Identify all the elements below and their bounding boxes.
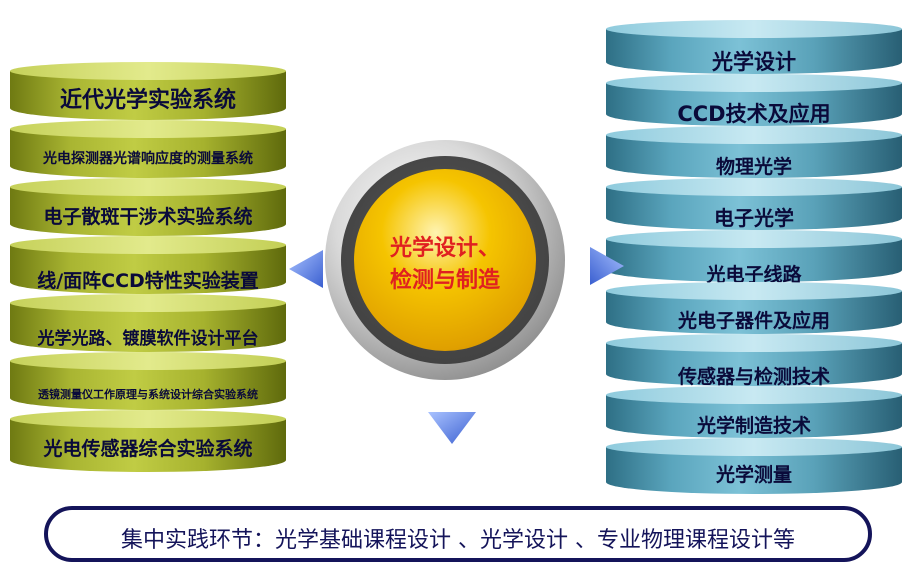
- left-disk-2: 电子散斑干涉术实验系统: [10, 178, 286, 236]
- right-disk-1: CCD技术及应用: [606, 74, 902, 126]
- left-disk-label: 光电探测器光谱响应度的测量系统: [43, 151, 253, 167]
- right-disk-label: 电子光学: [714, 206, 794, 230]
- right-disk-label: 传感器与检测技术: [677, 366, 830, 388]
- right-disk-label: 光电子线路: [706, 264, 802, 286]
- right-disk-3: 电子光学: [606, 178, 902, 230]
- right-disk-0: 光学设计: [606, 20, 902, 74]
- practice-frame: 集中实践环节：光学基础课程设计 、光学设计 、专业物理课程设计等: [44, 506, 872, 562]
- arrow-left-icon: [289, 250, 323, 288]
- left-disk-6: 光电传感器综合实验系统: [10, 410, 286, 472]
- right-disk-6: 传感器与检测技术: [606, 334, 902, 388]
- center-title-line1: 光学设计、: [389, 236, 500, 261]
- right-disk-5: 光电子器件及应用: [606, 282, 902, 334]
- practice-text: 集中实践环节：光学基础课程设计 、光学设计 、专业物理课程设计等: [121, 528, 795, 553]
- right-disk-2: 物理光学: [606, 126, 902, 178]
- center-medallion-core: [354, 169, 536, 351]
- left-disk-0: 近代光学实验系统: [10, 62, 286, 120]
- center-title-line2: 检测与制造: [389, 268, 500, 293]
- arrow-down-icon: [428, 412, 476, 444]
- right-disk-label: 物理光学: [715, 156, 792, 178]
- left-disk-label: 近代光学实验系统: [59, 88, 236, 113]
- left-disk-4: 光学光路、镀膜软件设计平台: [10, 294, 286, 352]
- left-disk-label: 电子散斑干涉术实验系统: [43, 206, 253, 228]
- right-disk-label: 光电子器件及应用: [677, 310, 830, 332]
- right-disk-label: 光学设计: [712, 50, 796, 74]
- right-disk-7: 光学制造技术: [606, 386, 902, 438]
- right-disk-4: 光电子线路: [606, 230, 902, 286]
- right-disk-label: 光学测量: [715, 464, 792, 486]
- left-disk-stack: 近代光学实验系统 光电探测器光谱响应度的测量系统 电子散斑干涉术实验系统 线/面…: [10, 62, 286, 472]
- arrow-right-icon: [590, 247, 624, 285]
- right-disk-8: 光学测量: [606, 438, 902, 494]
- left-disk-5: 透镜测量仪工作原理与系统设计综合实验系统: [10, 352, 286, 410]
- right-disk-label: 光学制造技术: [696, 415, 811, 437]
- left-disk-label: 光电传感器综合实验系统: [43, 438, 253, 460]
- left-disk-label: 线/面阵CCD特性实验装置: [37, 270, 259, 292]
- right-disk-stack: 光学设计 CCD技术及应用 物理光学 电子光学 光电子线路 光电子器件及应用 传…: [606, 20, 902, 494]
- left-disk-1: 光电探测器光谱响应度的测量系统: [10, 120, 286, 178]
- left-disk-3: 线/面阵CCD特性实验装置: [10, 236, 286, 294]
- left-disk-label: 透镜测量仪工作原理与系统设计综合实验系统: [38, 388, 258, 401]
- right-disk-label: CCD技术及应用: [677, 102, 831, 126]
- left-disk-label: 光学光路、镀膜软件设计平台: [37, 329, 259, 349]
